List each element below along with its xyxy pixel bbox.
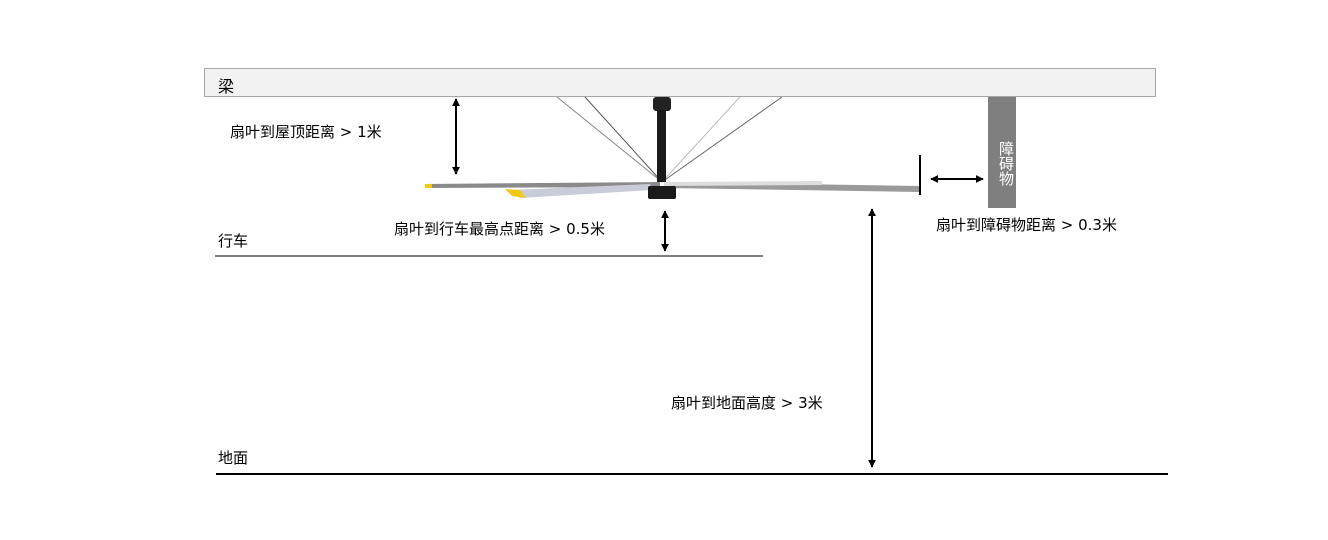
guy-wires <box>556 96 783 183</box>
crane-label: 行车 <box>218 232 249 250</box>
beam-label: 梁 <box>218 77 235 96</box>
beam: 梁 <box>204 68 1156 97</box>
crane-distance-label: 扇叶到行车最高点距离 > 0.5米 <box>394 220 605 238</box>
obstacle-distance-label: 扇叶到障碍物距离 > 0.3米 <box>936 216 1117 234</box>
obstacle: 障碍物 <box>988 97 1016 208</box>
ground-label: 地面 <box>218 449 249 467</box>
ground-distance-label: 扇叶到地面高度 > 3米 <box>671 394 823 412</box>
fan-icon <box>425 97 920 199</box>
roof-distance-label: 扇叶到屋顶距离 > 1米 <box>230 123 382 141</box>
